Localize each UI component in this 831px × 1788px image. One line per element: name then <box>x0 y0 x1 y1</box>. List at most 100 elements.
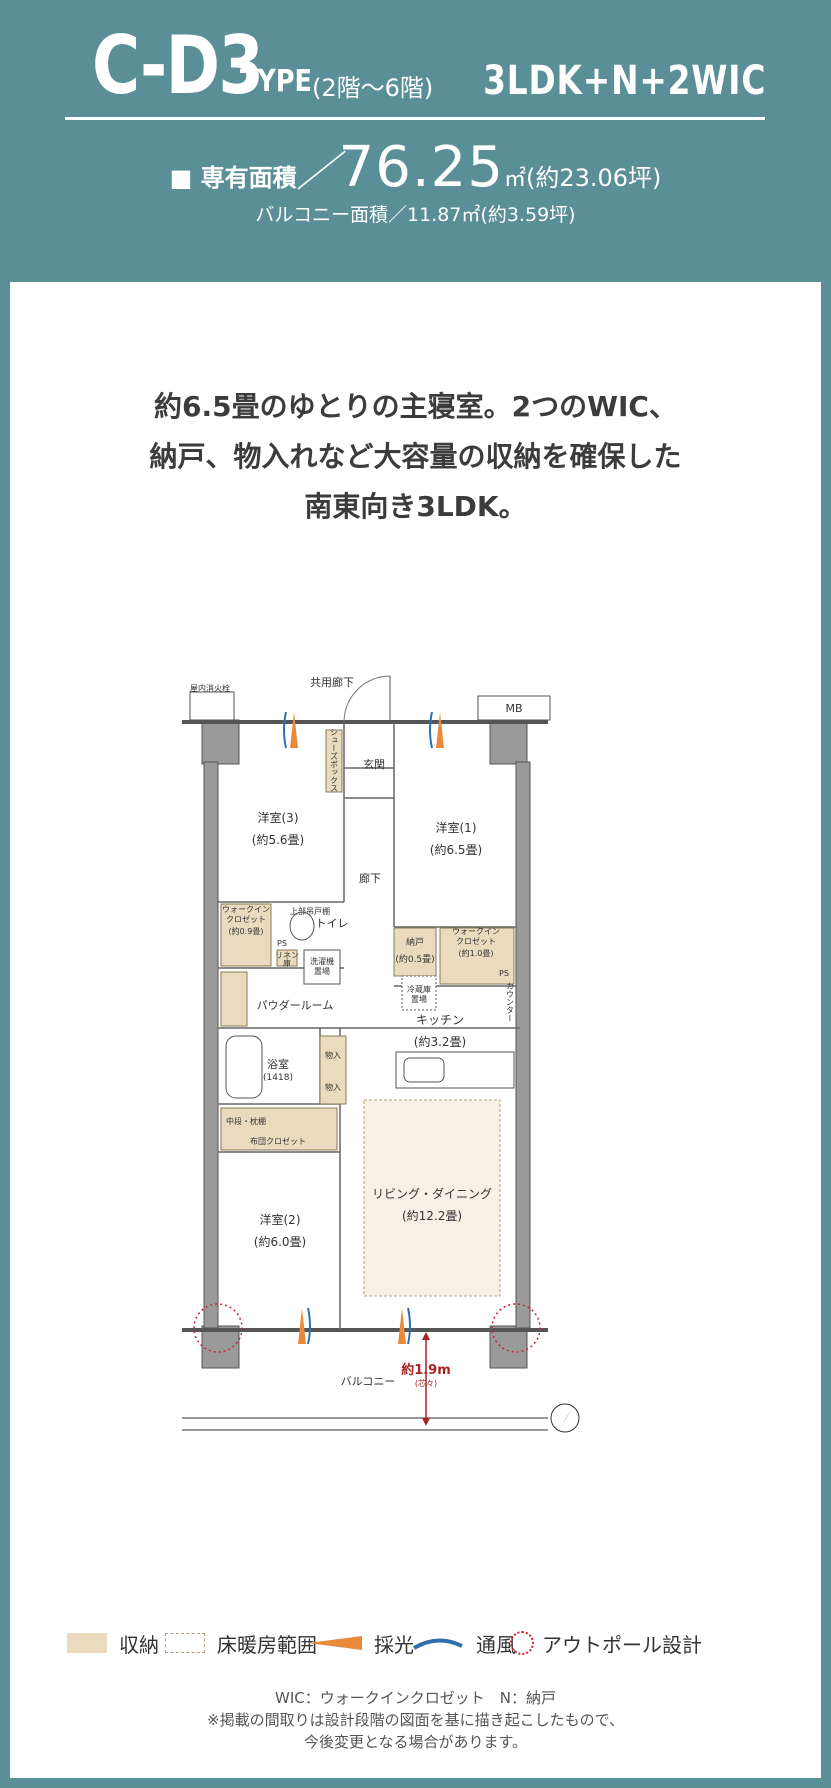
layout-code: 3LDK+N+2WIC <box>482 58 766 104</box>
kitchen-label: キッチン <box>416 1013 464 1027</box>
area-separator: ／ <box>296 147 339 196</box>
type-word: TYPE <box>240 64 312 99</box>
mb-label: MB <box>505 702 522 715</box>
wic-b-size: (約1.0畳) <box>459 948 494 958</box>
floor-range: (2階〜6階) <box>312 74 434 102</box>
legend-floor-heating-label: 床暖房範囲 <box>217 1632 317 1657</box>
type-code: C-D3 <box>92 19 264 112</box>
balcony-area: バルコニー面積／11.87㎡(約3.59坪) <box>255 204 576 226</box>
balcony-depth-note: (芯々) <box>415 1378 437 1388</box>
entrance-label: 玄関 <box>363 757 385 771</box>
hallway-label: 廊下 <box>359 871 381 885</box>
linen-label-2: 庫 <box>283 958 291 968</box>
outpole-marker-right <box>491 1303 541 1353</box>
room1-size: (約6.5畳) <box>430 842 482 857</box>
area-value: 76.25 <box>338 135 504 200</box>
washer-space <box>303 949 341 985</box>
balcony-depth-arrow-top <box>422 1332 430 1340</box>
counter-label: カウンター <box>506 982 515 1022</box>
room1-label: 洋室(1) <box>436 820 477 835</box>
floor-heating-swatch <box>165 1633 205 1653</box>
washer-label-2: 置場 <box>314 966 330 976</box>
ps2-label: PS <box>499 969 509 978</box>
balcony-depth-label: 約1.9m <box>401 1362 451 1378</box>
fire-hydrant-box <box>189 691 235 721</box>
fridge-label: 冷蔵庫 <box>407 984 431 994</box>
shelf-label: 中段・枕棚 <box>226 1116 266 1126</box>
floor-heating-area <box>363 1099 501 1297</box>
wall-right <box>515 761 531 1329</box>
closet1-label: 物入 <box>325 1050 341 1060</box>
washer-label: 洗濯機 <box>310 956 334 966</box>
wic-b-label-2: クロゼット <box>456 936 496 946</box>
fridge-label-2: 置場 <box>411 994 427 1004</box>
fire-hydrant-label: 屋内消火栓 <box>190 683 230 693</box>
room2-label: 洋室(2) <box>260 1212 301 1227</box>
balcony-depth-arrow-bottom <box>422 1418 430 1426</box>
headline-line-3: 南東向き3LDK。 <box>304 490 527 523</box>
kitchen-size: (約3.2畳) <box>414 1034 466 1049</box>
entrance-door-swing <box>343 675 391 723</box>
toilet-fixture <box>289 911 315 941</box>
storeroom-label: 納戸 <box>406 936 424 948</box>
area-unit: ㎡ <box>503 167 526 192</box>
legend-outpole: アウトポール設計 <box>510 1625 702 1661</box>
ps-label: PS <box>277 939 287 948</box>
header: C-D3 TYPE (2階〜6階) 3LDK+N+2WIC ■ 専有面積／76.… <box>0 0 831 282</box>
room2-size: (約6.0畳) <box>254 1234 306 1249</box>
room3-label: 洋室(3) <box>258 810 299 825</box>
shoe-box-label: シューズボックス <box>330 728 339 792</box>
toilet-label: トイレ <box>316 917 349 930</box>
room3-size: (約5.6畳) <box>252 832 304 847</box>
wall-left <box>203 761 219 1329</box>
bath-label: 浴室 <box>267 1057 289 1071</box>
area-tsubo: (約23.06坪) <box>525 164 662 192</box>
pillar-top-right <box>489 719 528 765</box>
storage-areas <box>220 729 515 1151</box>
storeroom-size: (約0.5畳) <box>395 953 434 965</box>
legend-floor-heating: 床暖房範囲 <box>165 1625 317 1661</box>
ldk-label: リビング・ダイニング <box>372 1186 492 1201</box>
headline-line-2: 納戸、物入れなど大容量の収納を確保した <box>149 440 682 473</box>
bathtub <box>225 1035 263 1099</box>
legend-storage-label: 収納 <box>119 1632 159 1657</box>
compass-icon <box>550 1403 580 1433</box>
outpole-icon <box>510 1631 534 1655</box>
outpole-marker-left <box>193 1303 243 1353</box>
header-divider <box>65 117 765 120</box>
compass-needle-icon <box>560 1404 575 1428</box>
mb-box <box>477 695 551 721</box>
ldk-size: (約12.2畳) <box>402 1208 462 1223</box>
area-label: ■ 専有面積 <box>169 164 297 192</box>
futon-closet-label: 布団クロゼット <box>250 1136 306 1146</box>
shared-corridor-label: 共用廊下 <box>310 675 354 689</box>
notes: WIC：ウォークインクロゼット N：納戸 ※掲載の間取りは設計段階の図面を基に描… <box>10 1687 821 1753</box>
pillar-top-left <box>201 719 240 765</box>
headline-line-1: 約6.5畳のゆとりの主寝室。2つのWIC、 <box>154 390 677 423</box>
linen-label: リネン <box>275 951 299 960</box>
note-line-1: WIC：ウォークインクロゼット N：納戸 <box>275 1689 556 1707</box>
closet2-label: 物入 <box>325 1082 341 1092</box>
balcony-label: バルコニー <box>341 1375 396 1388</box>
daylight-icon <box>308 1636 362 1650</box>
floor-plan: 屋内消火栓 MB 共用廊下 <box>182 675 580 1433</box>
wic-a-size: (約0.9畳) <box>229 926 264 936</box>
kitchen-sink <box>403 1057 445 1083</box>
fridge-space <box>401 975 437 1011</box>
wic-b-label: ウォークイン <box>452 927 500 936</box>
powder-room-label: パウダールーム <box>257 998 334 1012</box>
wic-a-label: ウォークイン <box>222 905 270 914</box>
headline: 約6.5畳のゆとりの主寝室。2つのWIC、 納戸、物入れなど大容量の収納を確保し… <box>10 382 821 532</box>
pillar-bottom-right <box>489 1325 528 1369</box>
legend: 収納 床暖房範囲 採光 通風 アウトポール設計 <box>10 1625 821 1661</box>
legend-storage: 収納 <box>67 1625 159 1661</box>
area-row: ■ 専有面積／76.25㎡(約23.06坪) <box>0 135 831 205</box>
ventilation-arrows <box>283 711 433 1345</box>
storage-swatch <box>67 1633 107 1653</box>
bath-size: (1418) <box>263 1073 293 1083</box>
legend-daylight: 採光 <box>308 1625 414 1661</box>
note-line-3: 今後変更となる場合があります。 <box>303 1733 528 1751</box>
ventilation-icon <box>412 1638 463 1650</box>
content-panel: 約6.5畳のゆとりの主寝室。2つのWIC、 納戸、物入れなど大容量の収納を確保し… <box>10 282 821 1778</box>
daylight-arrows <box>290 712 444 1344</box>
